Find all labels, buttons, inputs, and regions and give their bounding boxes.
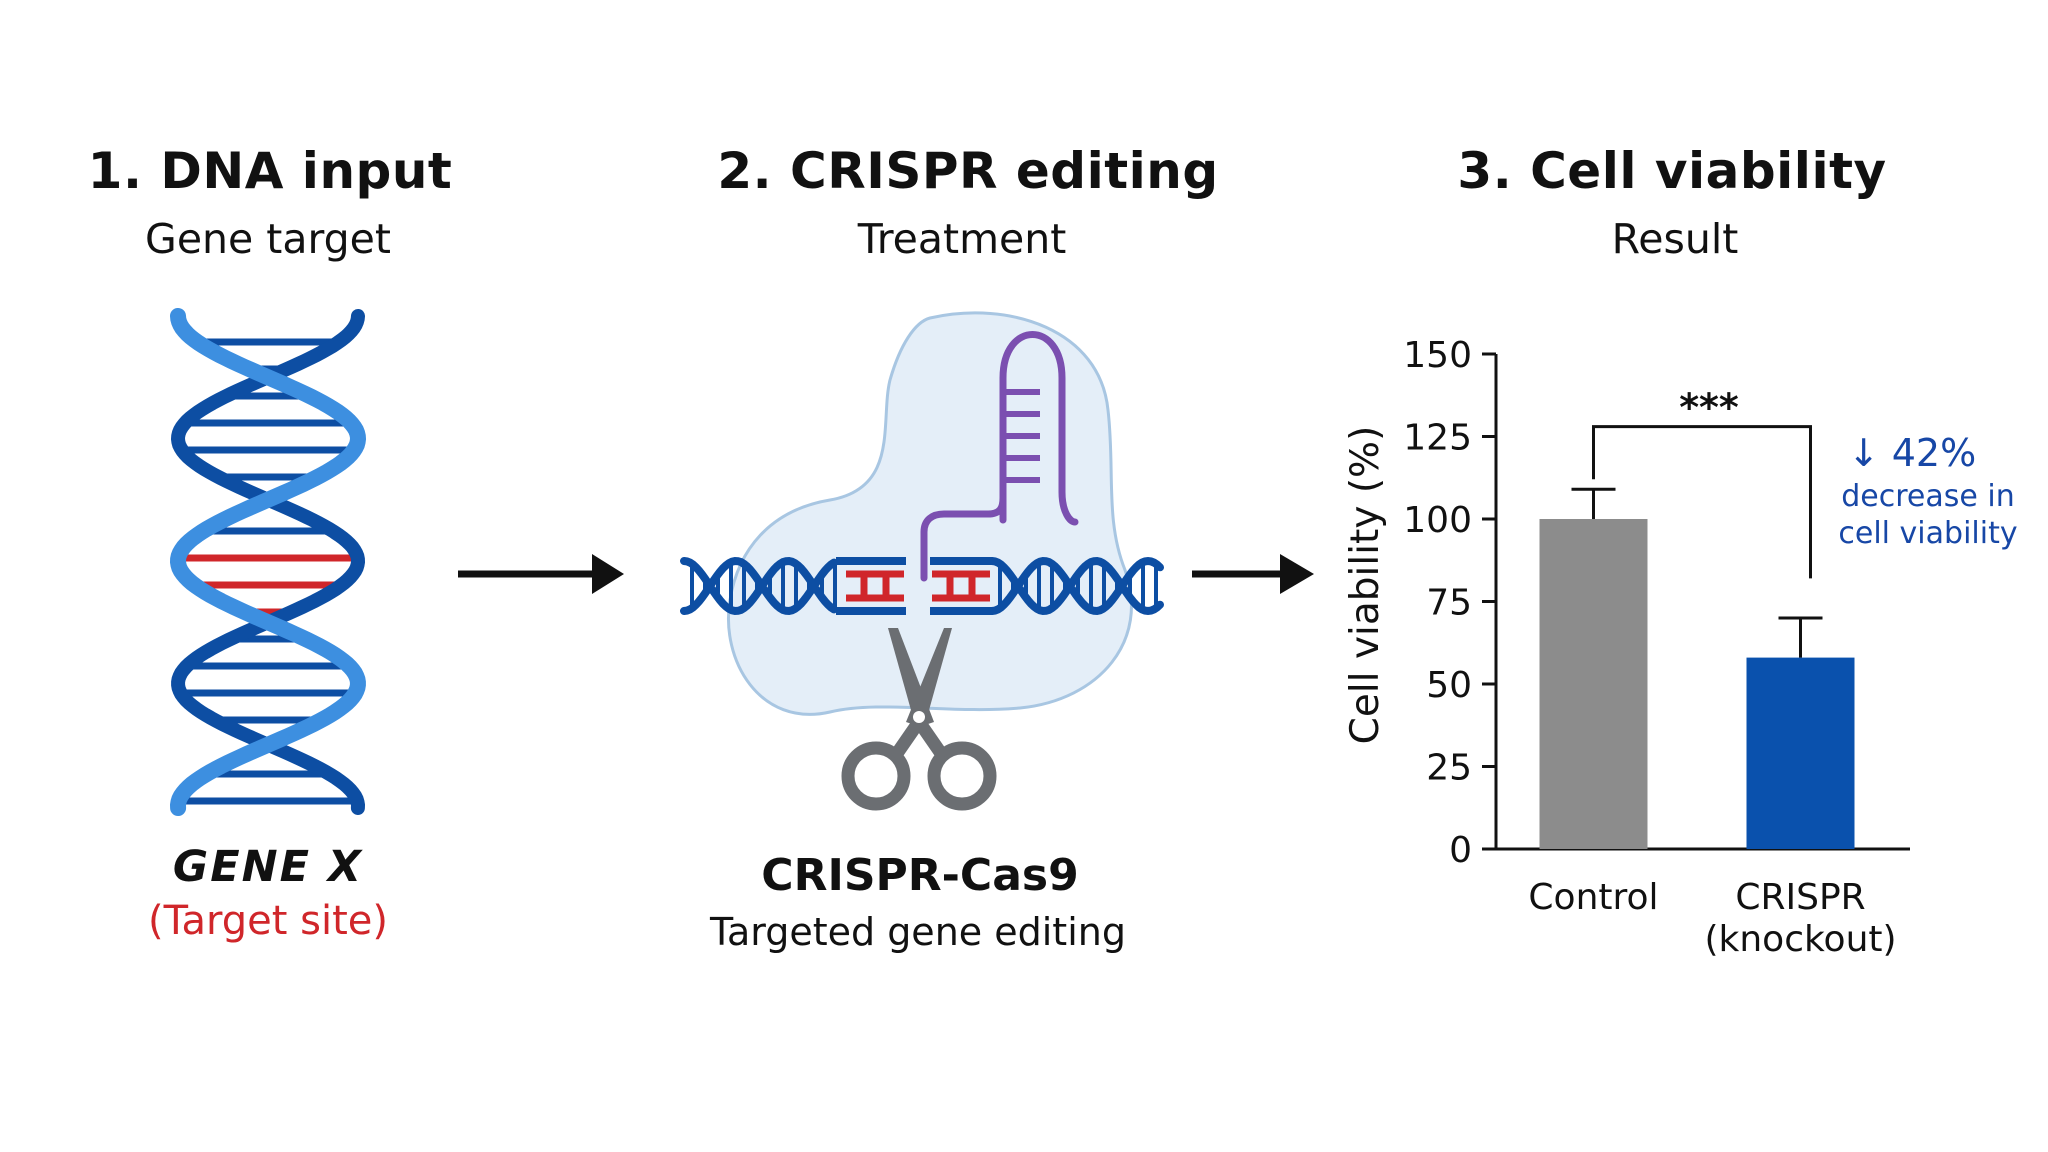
panel-1-subtitle: Gene target	[145, 215, 391, 263]
category-label: CRISPR	[1735, 877, 1865, 918]
crispr-sublabel: Targeted gene editing	[710, 910, 1126, 954]
annotation-line-1: decrease in	[1841, 479, 2014, 514]
y-tick-label: 0	[1449, 830, 1472, 871]
guide-rna-icon	[920, 331, 1079, 582]
target-dna-strand	[680, 556, 1164, 616]
y-tick-label: 50	[1426, 665, 1472, 706]
panel-2-subtitle: Treatment	[857, 215, 1067, 263]
annotation-line-2: cell viability	[1838, 516, 2017, 551]
y-tick-label: 150	[1403, 335, 1472, 376]
scissors-icon	[841, 628, 997, 811]
panel-1-title: 1. DNA input	[87, 142, 453, 200]
arrow-right-icon	[1192, 554, 1314, 594]
gene-label: GENE X	[172, 842, 364, 892]
bar-1	[1746, 657, 1855, 849]
arrow-right-icon	[458, 554, 624, 594]
y-tick-label: 125	[1403, 418, 1472, 459]
panel-3-subtitle: Result	[1611, 215, 1739, 263]
category-label: Control	[1528, 877, 1658, 918]
y-tick-label: 25	[1426, 748, 1472, 789]
target-site-label: (Target site)	[148, 898, 388, 944]
significance-marker: ***	[1679, 386, 1739, 430]
annotation-arrow: ↓ 42%	[1848, 431, 1976, 475]
bar-0	[1539, 519, 1648, 849]
crispr-cas9-label: CRISPR-Cas9	[761, 850, 1079, 901]
category-label: (knockout)	[1704, 919, 1896, 960]
panel-2-title: 2. CRISPR editing	[717, 142, 1219, 200]
significance-bracket	[1592, 425, 1812, 579]
cut-site-icon	[846, 570, 990, 602]
y-axis-label: Cell viability (%)	[1343, 426, 1388, 745]
panel-3-title: 3. Cell viability	[1457, 142, 1887, 200]
y-tick-label: 75	[1426, 583, 1472, 624]
y-tick-label: 100	[1403, 500, 1472, 541]
